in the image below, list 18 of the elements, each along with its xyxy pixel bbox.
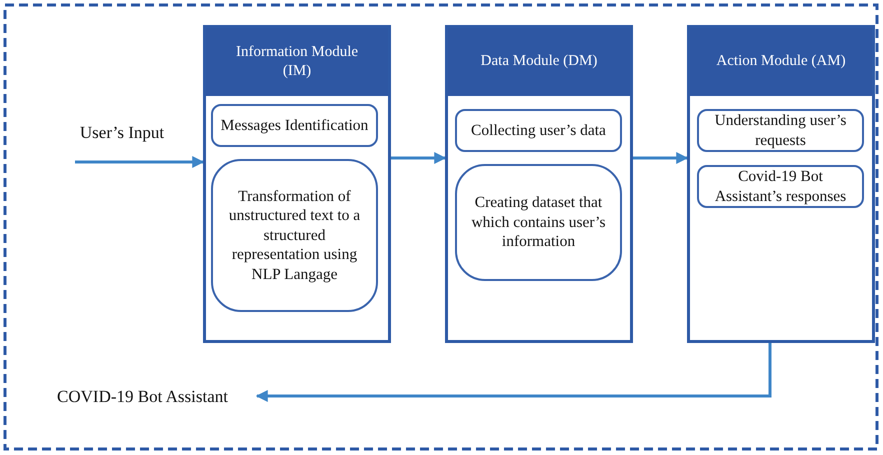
step-box: Covid-19 Bot Assistant’s responses	[697, 165, 864, 208]
step-box: Creating dataset that which contains user’s information	[455, 164, 622, 281]
arrow	[633, 152, 688, 164]
arrow	[391, 152, 446, 164]
step-box: Understanding user’s requests	[697, 109, 864, 152]
step-box: Transformation of unstructured text to a structured representation using NLP Langage	[211, 159, 378, 312]
flow-label: User’s Input	[62, 118, 182, 148]
step-box: Messages Identification	[211, 104, 378, 147]
module-panel	[203, 25, 391, 343]
module-panel	[445, 25, 633, 343]
module-heading: Action Module (AM)	[690, 28, 872, 96]
flow-label: COVID-19 Bot Assistant	[40, 382, 245, 412]
module-heading: Data Module (DM)	[448, 28, 630, 96]
module-heading: Information Module (IM)	[206, 28, 388, 96]
arrow	[75, 156, 204, 168]
step-box: Collecting user’s data	[455, 109, 622, 152]
module-panel	[687, 25, 875, 343]
arrow	[256, 343, 772, 402]
